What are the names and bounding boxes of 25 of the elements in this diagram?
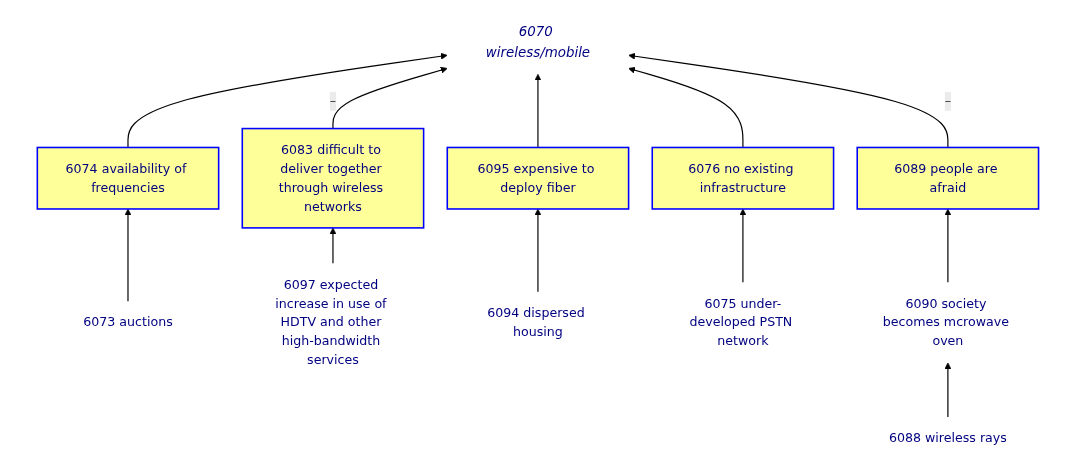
arrow [944, 208, 951, 283]
node-text: 6070 wireless/mobile [485, 23, 590, 60]
arrow [124, 208, 131, 302]
edge-label: – [944, 93, 951, 109]
node-box: 6074 availability of frequencies [36, 146, 219, 210]
arrow [331, 66, 448, 130]
arrow [627, 66, 744, 149]
node-text: 6090 society becomes mcrowave oven [882, 295, 1009, 349]
arrow [627, 52, 949, 149]
arrow [329, 227, 336, 264]
arrow [739, 208, 746, 283]
node-box: 6076 no existing infrastructure [651, 146, 834, 210]
node-box: 6095 expensive to deploy fiber [446, 146, 629, 210]
edge-label: – [329, 93, 336, 109]
arrow [534, 208, 541, 293]
node-text: 6075 under-developed PSTN network [689, 295, 792, 349]
node-text: 6073 auctions [82, 314, 173, 330]
arrow [944, 362, 951, 418]
arrow [126, 52, 448, 149]
node-text: 6097 expected increase in use of HDTV and other high-bandwidth services [274, 276, 387, 368]
arrow [534, 73, 541, 149]
node-text: 6094 dispersed housing [486, 305, 585, 340]
node-text: 6088 wireless rays [888, 430, 1007, 446]
node-box: 6083 difficult to deliver together through wireless networks [241, 127, 424, 229]
node-box: 6089 people are afraid [856, 146, 1039, 210]
